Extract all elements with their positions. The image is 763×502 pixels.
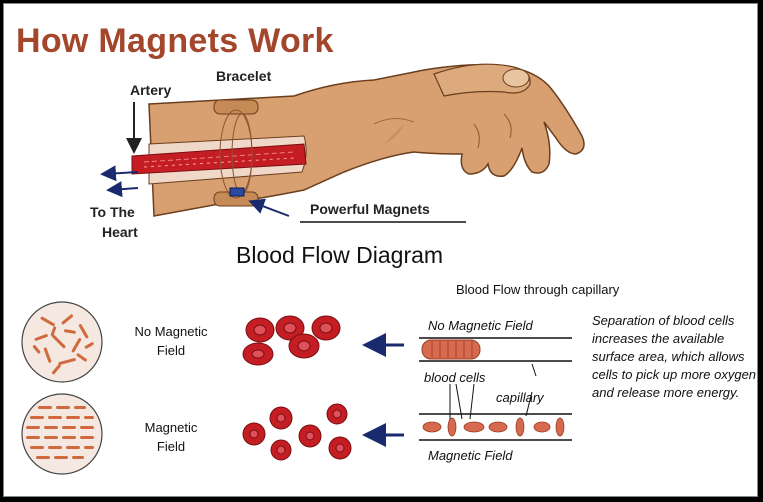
blood-cells-label: blood cells <box>424 370 486 385</box>
explanation-text: Separation of blood cells increases the … <box>592 313 757 400</box>
to-the-heart-label-line2: Heart <box>102 224 138 240</box>
artery-label: Artery <box>130 82 172 98</box>
powerful-magnets-label: Powerful Magnets <box>310 201 430 217</box>
magnetic-field-label: Magnetic Field <box>428 448 513 463</box>
no-field-label-line1: No Magnetic <box>134 324 208 339</box>
capillary-title: Blood Flow through capillary <box>456 282 620 297</box>
diagram-title: Blood Flow Diagram <box>236 242 444 268</box>
no-field-label-line2: Field <box>156 343 186 358</box>
field-label-line2: Field <box>156 439 186 454</box>
separated-blood-cells <box>242 403 352 461</box>
flow-arrow-upper <box>100 165 139 182</box>
label-pointers <box>449 363 537 420</box>
page-title: How Magnets Work <box>16 22 334 60</box>
aligned-cells-circle <box>21 393 103 475</box>
no-magnetic-field-label: No Magnetic Field <box>428 318 533 333</box>
capillary-no-field <box>419 337 572 362</box>
diagram-frame: How Magnets Work <box>3 3 758 497</box>
field-label-line1: Magnetic <box>144 420 198 435</box>
flow-arrow-lower <box>106 181 139 198</box>
field-row-label: Magnetic Field <box>134 418 208 456</box>
capillary-with-field <box>419 413 572 441</box>
capillary-label: capillary <box>496 390 544 405</box>
no-field-row-label: No Magnetic Field <box>128 322 214 360</box>
diagram-artwork <box>21 63 585 475</box>
random-cells-circle <box>21 301 103 383</box>
magnet-pointer <box>248 198 290 217</box>
to-the-heart-label-line1: To The <box>90 204 135 220</box>
bracelet-label: Bracelet <box>216 68 272 84</box>
arm-illustration <box>131 63 585 217</box>
clumped-blood-cells <box>242 315 341 366</box>
